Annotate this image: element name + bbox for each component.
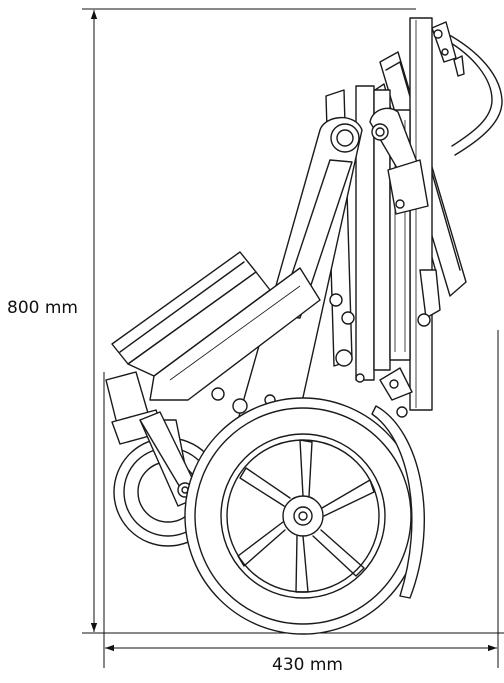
width-dimension-label: 430 mm	[272, 655, 343, 675]
brake-fender	[371, 367, 425, 599]
armrest-bracket	[369, 107, 441, 327]
rear-wheel	[184, 397, 422, 635]
dimension-lines	[82, 8, 504, 668]
height-dimension-label: 800 mm	[7, 298, 78, 318]
cross-brace-joints	[329, 293, 365, 383]
leg-rest	[105, 251, 321, 445]
